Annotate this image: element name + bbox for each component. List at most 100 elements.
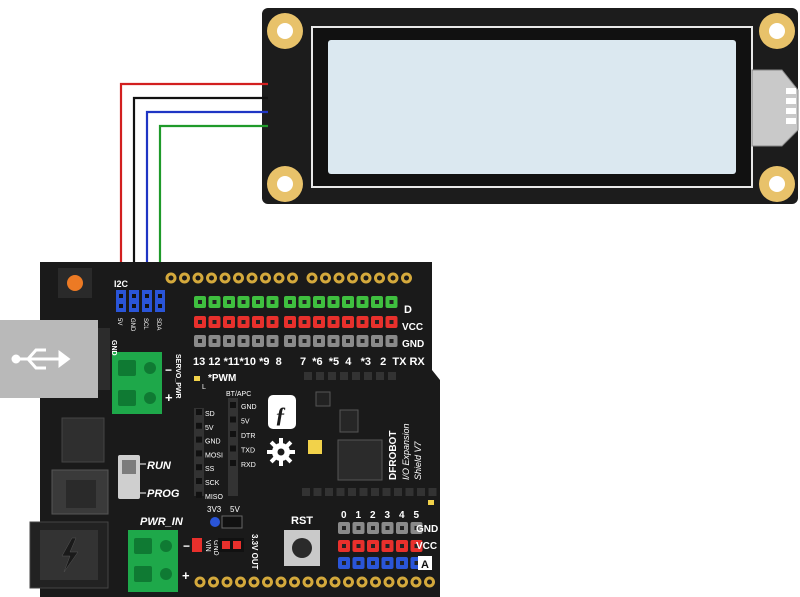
header-hole	[289, 576, 300, 588]
dfrobot-logo-icon	[268, 395, 296, 429]
mounting-hole-icon	[267, 166, 303, 202]
svg-text:+: +	[182, 568, 190, 583]
wire-scl	[145, 110, 268, 290]
header-hole	[374, 272, 385, 284]
header-hole	[360, 272, 372, 284]
i2c-label: I2C	[114, 279, 129, 289]
i2c-pin-label: 5V	[116, 318, 122, 325]
header-hole	[371, 488, 379, 496]
l-led-icon	[194, 376, 200, 381]
header-hole	[275, 576, 287, 588]
header-hole	[401, 272, 412, 284]
rst-label: RST	[291, 515, 313, 527]
i2c-pin	[116, 290, 126, 312]
plus-icon: +	[165, 390, 173, 405]
header-hole	[233, 272, 244, 284]
spi-pin-label: MOSI	[205, 452, 223, 459]
digital-pin-numbers: 13 12 *11*10 *9 8 7 *6 *5 4 *3 2 TX RX	[193, 356, 425, 368]
header-hole	[359, 488, 368, 496]
header-hole	[325, 488, 333, 496]
header-hole	[348, 488, 356, 496]
analog-pin-number: 2	[370, 510, 376, 521]
header-hole	[287, 272, 298, 284]
header-hole	[343, 576, 354, 588]
header-hole	[316, 576, 327, 588]
i2c-pin	[142, 290, 152, 312]
header-hole	[424, 576, 435, 588]
header-hole	[302, 576, 314, 588]
mounting-hole-icon	[267, 13, 303, 49]
header-hole	[328, 372, 336, 380]
i2c-pin-label: GND	[129, 318, 135, 332]
header-hole	[248, 576, 260, 588]
spi-pin-label: SCK	[205, 480, 220, 487]
spi-pin-label: SD	[205, 411, 215, 418]
header-hole	[208, 576, 219, 588]
l-label: L	[202, 384, 206, 391]
header-hole	[333, 272, 345, 284]
gnd-label: GND	[110, 340, 117, 356]
row-label-gnd: GND	[402, 339, 424, 350]
regulator-chip	[337, 439, 383, 481]
pwr-in-label: PWR_IN	[140, 516, 184, 528]
bt-pin-label: 5V	[241, 419, 250, 426]
header-hole	[179, 272, 190, 284]
analog-row-a: A	[421, 559, 429, 571]
mounting-hole-icon	[759, 13, 795, 49]
io-expansion-shield: I2C 5V GND SCL SD A D VCC GND 13 12 *11*10 *…	[0, 262, 440, 597]
analog-pin-number: 1	[356, 510, 362, 521]
header-hole	[246, 272, 258, 284]
pwm-label: *PWM	[208, 373, 236, 384]
lcd-screen	[328, 40, 736, 174]
brand-text: DFROBOT I/O Expansion Shield V7	[388, 423, 423, 480]
bt-pin-label: RXD	[241, 462, 256, 469]
wire-sda	[158, 124, 268, 290]
header-hole	[192, 272, 204, 284]
3v3-out-label: 3.3V OUT	[250, 534, 259, 570]
header-hole	[410, 576, 422, 588]
header-hole	[165, 272, 177, 284]
i2c-pin-label: SCL	[142, 318, 148, 330]
header-hole	[388, 372, 396, 380]
header-hole	[273, 272, 285, 284]
bt-pin-label: TXD	[241, 448, 255, 455]
header-hole	[356, 576, 368, 588]
analog-pin-number: 3	[385, 510, 391, 521]
header-hole	[336, 488, 345, 496]
header-hole	[340, 372, 348, 380]
header-hole	[221, 576, 233, 588]
bt-apc-label: BT/APC	[226, 391, 251, 398]
gear-icon	[267, 438, 295, 466]
servo-pwr-label: SERVO_PWR	[174, 354, 181, 399]
row-label-d: D	[404, 304, 412, 316]
header-hole	[405, 488, 414, 496]
analog-pin-number: 4	[399, 510, 405, 521]
svg-text:−: −	[183, 539, 190, 553]
wire-5v	[119, 82, 268, 290]
reset-led-icon	[67, 275, 83, 291]
mounting-hole-icon	[759, 166, 795, 202]
spi-pin-label: GND	[205, 439, 221, 446]
header-hole	[387, 272, 399, 284]
header-hole	[320, 272, 331, 284]
wire-gnd	[132, 96, 268, 290]
5v-label: 5V	[230, 505, 240, 514]
header-hole	[383, 576, 395, 588]
header-hole	[206, 272, 217, 284]
header-hole	[347, 272, 358, 284]
spi-pin-label: 5V	[205, 425, 214, 432]
spi-pin-label: MISO	[205, 494, 223, 501]
header-hole	[306, 272, 318, 284]
header-hole	[376, 372, 384, 380]
gnd2-label: GND	[212, 540, 219, 556]
3v3-label: 3V3	[207, 505, 222, 514]
header-hole	[417, 488, 425, 496]
analog-row-vcc: VCC	[416, 541, 437, 552]
header-hole	[302, 488, 310, 496]
header-hole	[235, 576, 246, 588]
header-hole	[329, 576, 341, 588]
header-hole	[428, 488, 437, 496]
lcd-module	[262, 8, 799, 204]
header-hole	[397, 576, 408, 588]
